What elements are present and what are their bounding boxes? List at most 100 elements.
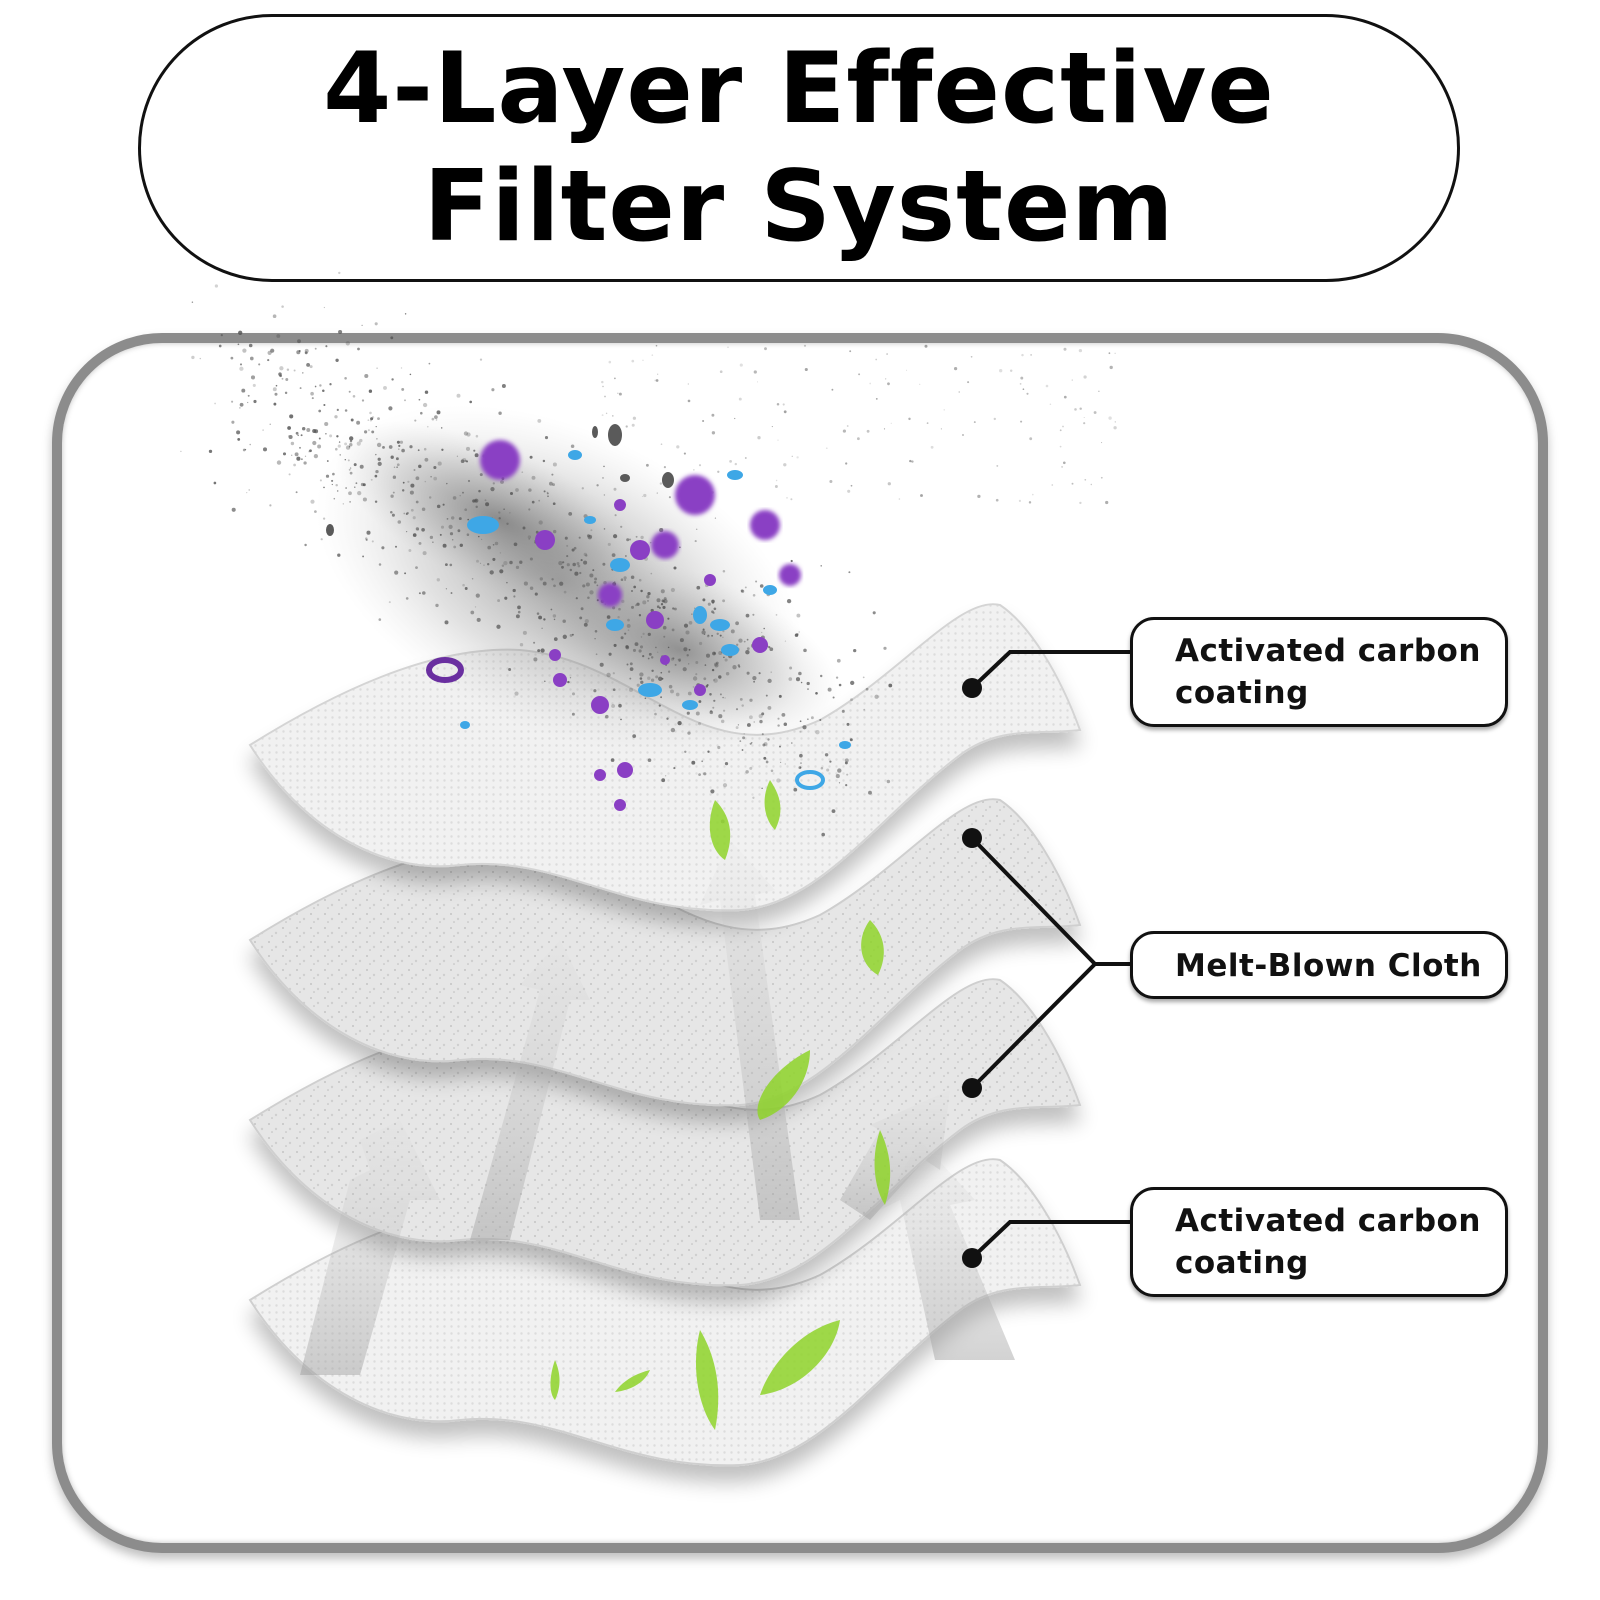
dust-speck [418,398,421,401]
dust-speck [377,457,381,461]
dust-speck [722,709,726,712]
dust-speck [422,402,428,408]
dust-speck [640,589,643,593]
dust-speck [753,370,757,374]
dust-speck [401,387,405,391]
dust-speck [620,636,624,640]
dust-speck [743,733,745,735]
dust-speck [977,494,981,499]
dust-speck [770,671,772,673]
dust-speck [647,657,650,660]
dust-speck [362,497,367,502]
dust-speck [707,602,711,606]
dust-speck [375,469,379,474]
dust-speck [348,390,351,393]
callout-dots [962,678,982,1268]
dust-speck [1059,429,1062,432]
dust-speck [474,606,477,608]
dust-speck [544,436,549,440]
dust-speck [783,722,788,726]
dust-speck [657,373,659,375]
dust-speck [673,767,676,770]
dust-speck [297,339,301,344]
dust-speck [399,440,404,444]
dust-speck [347,459,350,462]
dust-speck [314,510,317,513]
dust-speck [552,502,556,506]
dust-speck [537,418,542,423]
dust-speck [336,408,339,412]
dust-speck [642,654,645,658]
dust-speck [247,394,250,397]
dust-speck [546,491,548,493]
dust-speck [919,383,921,385]
dust-speck [405,597,409,600]
dust-speck [846,722,850,726]
callout-top-line-1: Activated carbon [1175,633,1481,669]
callout-activated-carbon-bottom: Activated carbon coating [1130,1187,1508,1297]
dust-speck [1078,348,1083,353]
dust-speck [958,391,960,393]
dust-speck [719,370,723,374]
dust-speck [410,508,414,512]
dust-speck [466,432,471,437]
dust-speck [596,584,599,587]
dust-speck [295,431,299,435]
dust-speck [420,411,423,415]
dust-speck [664,775,667,777]
dust-speck [428,362,431,365]
dust-speck [647,599,649,602]
dust-speck [345,487,347,489]
dust-speck [694,607,696,609]
dust-speck [445,588,448,590]
dust-speck [656,598,661,603]
dust-speck [732,665,737,670]
dust-speck [464,587,468,590]
dust-speck [453,545,457,549]
dust-speck [410,483,415,488]
dust-speck [862,676,865,679]
dust-speck [789,666,793,670]
dust-speck [515,565,520,570]
dust-speck [331,479,334,482]
dust-speck [313,453,319,459]
dust-speck [603,494,606,496]
dust-speck [325,474,330,478]
dust-speck [654,712,657,716]
dust-speck [735,726,739,730]
dust-speck [498,411,502,415]
dust-speck [395,457,399,461]
dust-speck [404,399,406,402]
dust-speck [288,473,291,476]
dust-speck [718,714,723,719]
dust-speck [309,449,312,453]
dust-speck [322,517,326,520]
dust-speck [577,564,581,568]
dust-speck [376,442,382,448]
dust-speck [1029,437,1033,441]
dust-speck [640,680,644,684]
dust-speck [663,635,666,638]
dust-speck [471,577,474,580]
dust-speck [279,366,284,371]
dust-speck [825,447,828,450]
dust-speck [349,436,354,441]
dust-speck [701,760,704,763]
dust-speck [711,668,715,672]
dust-speck [515,488,519,492]
dust-speck [579,616,583,620]
dust-speck [725,672,730,676]
dust-speck [374,322,378,326]
dust-speck [883,428,886,430]
dust-speck [569,677,572,679]
dust-speck [729,460,732,463]
dust-speck [239,363,243,366]
dust-speck [214,402,216,405]
dust-speck [764,347,767,351]
dust-speck [782,403,785,406]
dust-speck [573,546,577,550]
dust-speck [334,415,338,419]
dust-speck [655,675,659,679]
dust-speck [542,581,547,586]
dust-speck [824,753,829,757]
